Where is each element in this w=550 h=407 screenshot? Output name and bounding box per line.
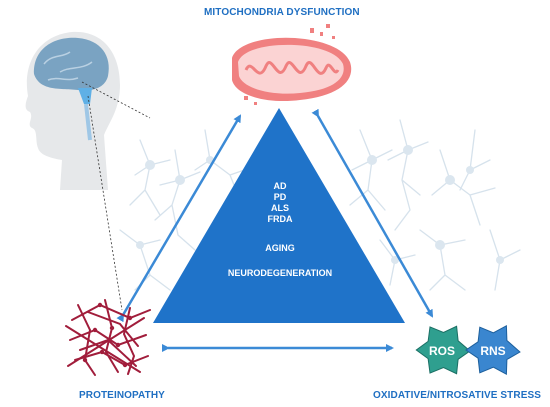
neurodegeneration-label: NEURODEGENERATION bbox=[227, 268, 333, 278]
ros-star-icon bbox=[415, 325, 471, 375]
disease-ad: AD bbox=[273, 181, 287, 191]
rns-label: RNS bbox=[480, 344, 505, 358]
ros-label: ROS bbox=[429, 344, 455, 358]
disease-list: AD PD ALS FRDA bbox=[160, 181, 400, 225]
disease-als: ALS bbox=[271, 203, 289, 213]
aging-label: AGING bbox=[265, 243, 295, 253]
label-proteinopathy: PROTEINOPATHY bbox=[79, 390, 165, 401]
label-oxidative-nitrosative-stress: OXIDATIVE/NITROSATIVE STRESS bbox=[373, 390, 542, 401]
rns-star-icon bbox=[465, 324, 521, 376]
arrow-right bbox=[311, 108, 434, 318]
disease-pd: PD bbox=[273, 192, 287, 202]
arrow-left bbox=[116, 114, 242, 323]
label-mitochondria-dysfunction: MITOCHONDRIA DYSFUNCTION bbox=[204, 7, 360, 18]
disease-frda: FRDA bbox=[267, 214, 293, 224]
